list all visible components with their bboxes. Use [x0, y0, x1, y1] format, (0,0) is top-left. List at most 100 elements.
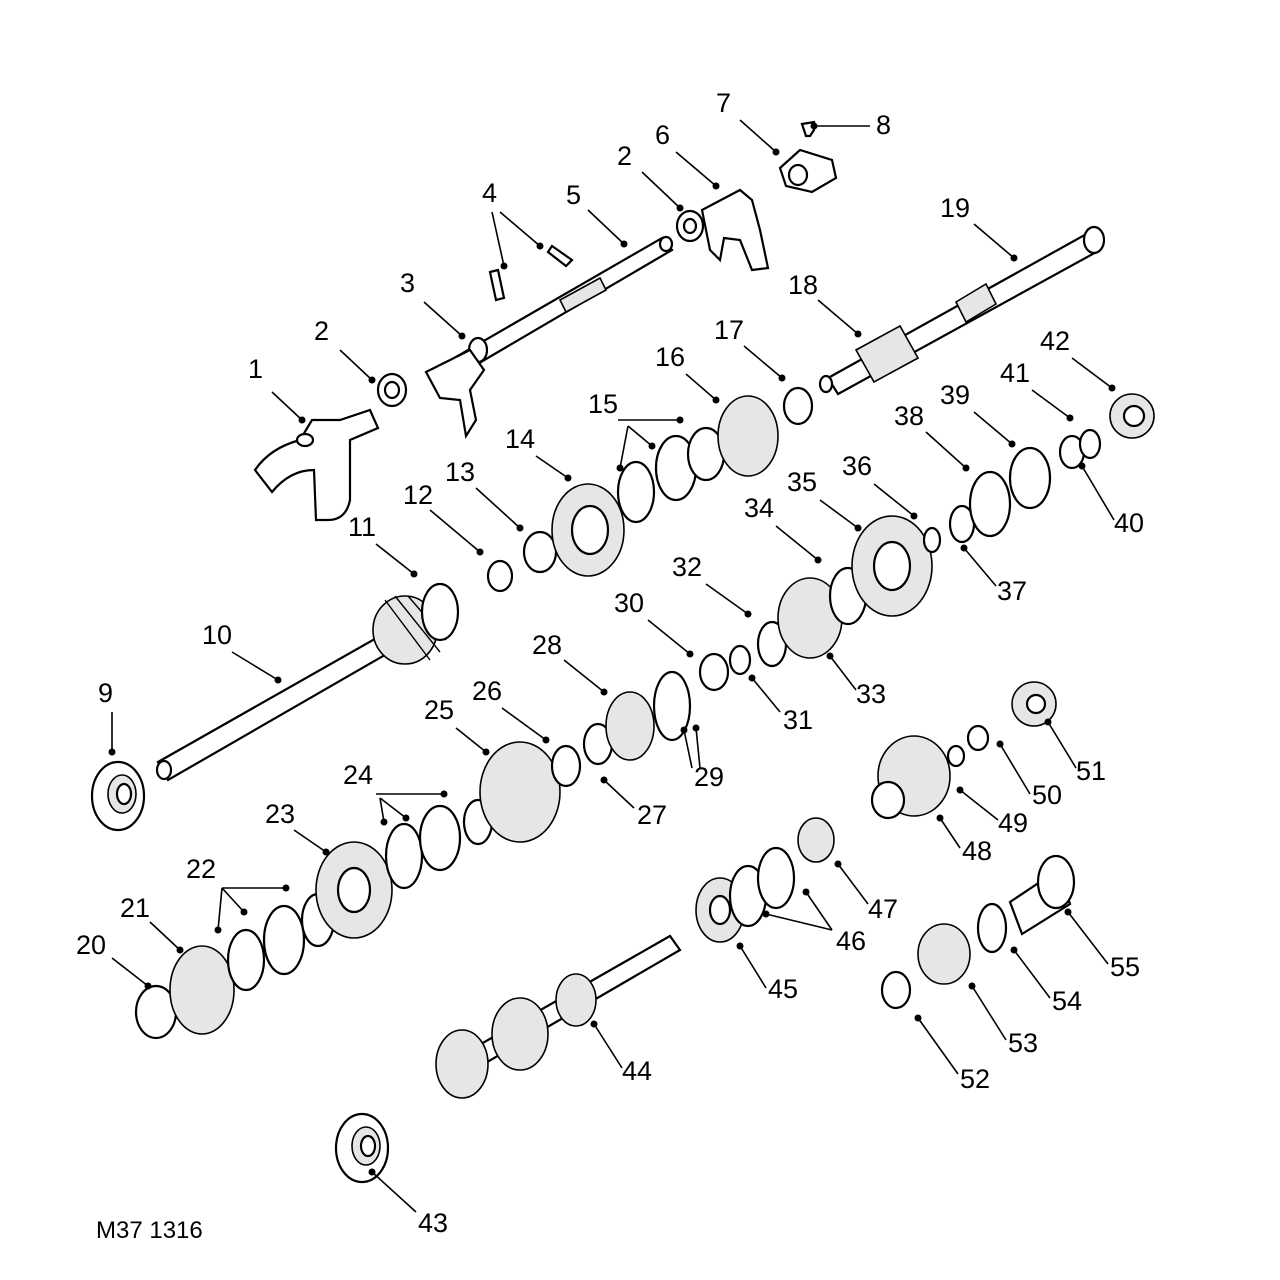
callout-34: 34 [744, 493, 774, 523]
leader-dot [298, 416, 306, 424]
leader-dot [1008, 440, 1016, 448]
callout-28: 28 [532, 630, 562, 660]
callout-42: 42 [1040, 326, 1070, 356]
leader-line [1081, 465, 1115, 521]
callout-41: 41 [1000, 358, 1030, 388]
leader-dot [516, 524, 524, 532]
callout-labels: 1 2 2 3 4 5 6 7 8 9 10 11 12 13 14 15 16… [76, 88, 1144, 1238]
leader-dot [692, 724, 700, 732]
leader-line [775, 525, 819, 561]
leader-dot [322, 848, 330, 856]
leader-line [603, 779, 635, 809]
leader-line [379, 797, 385, 823]
leader-dot [956, 786, 964, 794]
callout-43: 43 [418, 1208, 448, 1238]
leader-line [837, 863, 869, 905]
leader-dot [274, 676, 282, 684]
callout-2: 2 [617, 141, 632, 171]
leader-line [429, 509, 481, 553]
callout-16: 16 [655, 342, 685, 372]
leader-line [805, 891, 833, 931]
callout-15: 15 [588, 389, 618, 419]
leader-dot [936, 814, 944, 822]
leader-dot [620, 240, 628, 248]
leader-dot [744, 610, 752, 618]
leader-dot [1066, 414, 1074, 422]
callout-21: 21 [120, 893, 150, 923]
leader-dot [736, 942, 744, 950]
leader-line [627, 425, 653, 447]
leader-dot [712, 182, 720, 190]
leader-line [455, 727, 487, 753]
leader-dot [368, 1168, 376, 1176]
bearing-43 [334, 1112, 390, 1184]
leader-dot [1064, 908, 1072, 916]
leader-dot [748, 674, 756, 682]
leader-dot [108, 748, 116, 756]
callout-35: 35 [787, 467, 817, 497]
mainshaft [818, 225, 1106, 396]
leader-dot [476, 548, 484, 556]
parts-illustration [90, 120, 1155, 1184]
selector-fork-1 [253, 408, 380, 522]
callout-40: 40 [1114, 508, 1144, 538]
leader-dot [1010, 254, 1018, 262]
callout-32: 32 [672, 552, 702, 582]
callout-22: 22 [186, 854, 216, 884]
leader-line [217, 887, 223, 931]
leader-dot [676, 204, 684, 212]
leader-line [743, 345, 783, 379]
callout-47: 47 [868, 894, 898, 924]
callout-14: 14 [505, 424, 535, 454]
callout-27: 27 [637, 800, 667, 830]
leader-dot [914, 1014, 922, 1022]
leader-line [939, 817, 961, 849]
callout-37: 37 [997, 576, 1027, 606]
leader-dot [410, 570, 418, 578]
leader-dot [854, 330, 862, 338]
leader-dot [500, 262, 508, 270]
callout-52: 52 [960, 1064, 990, 1094]
callout-39: 39 [940, 380, 970, 410]
callout-50: 50 [1032, 780, 1062, 810]
leader-line [1071, 357, 1113, 389]
callout-31: 31 [783, 705, 813, 735]
callout-2: 2 [314, 316, 329, 346]
callout-49: 49 [998, 808, 1028, 838]
leader-line [817, 299, 859, 335]
bearing-9 [90, 760, 146, 832]
leader-line [339, 349, 373, 381]
callout-36: 36 [842, 451, 872, 481]
gear-row-lower [134, 670, 692, 1040]
gear-row-right [698, 393, 1155, 692]
leader-dot [542, 736, 550, 744]
callout-23: 23 [265, 799, 295, 829]
callout-3: 3 [400, 268, 415, 298]
leader-dot [962, 464, 970, 472]
callout-25: 25 [424, 695, 454, 725]
leader-dot [854, 524, 862, 532]
leader-line [271, 391, 303, 421]
callout-13: 13 [445, 457, 475, 487]
leader-line [705, 583, 749, 615]
leader-dot [600, 776, 608, 784]
gear-row-upper [486, 386, 814, 593]
callout-11: 11 [348, 512, 376, 542]
leader-line [1031, 389, 1071, 419]
leader-line [829, 655, 857, 691]
callout-1: 1 [248, 354, 263, 384]
reverse-group [870, 681, 1076, 1010]
leader-dot [834, 860, 842, 868]
callout-30: 30 [614, 588, 644, 618]
leader-line [501, 707, 547, 741]
leader-lines [108, 119, 1116, 1213]
leader-line [491, 211, 505, 267]
leader-line [379, 797, 407, 819]
leader-dot [440, 790, 448, 798]
leader-line [683, 729, 693, 769]
leader-dot [680, 726, 688, 734]
bush-2-left-bore [383, 380, 401, 400]
leader-dot [282, 884, 290, 892]
leader-line [111, 957, 149, 987]
